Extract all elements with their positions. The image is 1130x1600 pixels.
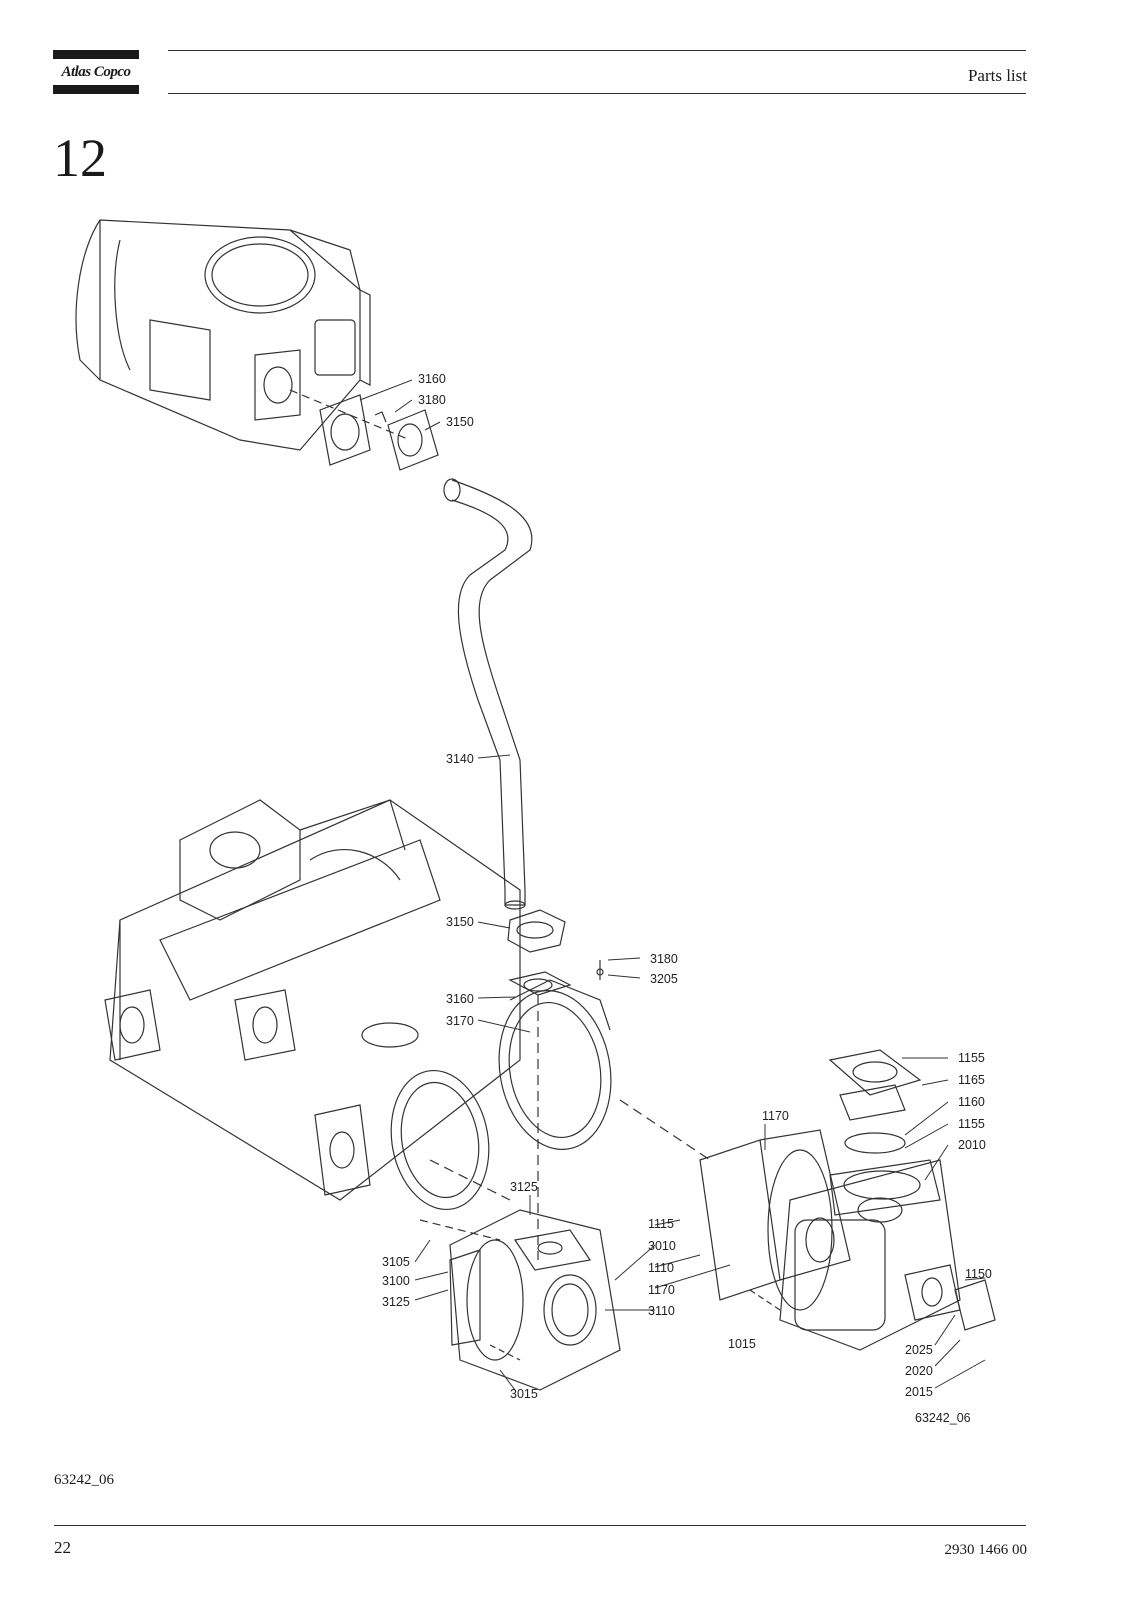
- drawing-id: 63242_06: [915, 1411, 971, 1425]
- label-3160: 3160: [418, 372, 446, 386]
- header-title: Parts list: [967, 66, 1027, 85]
- label-3125: 3125: [510, 1180, 538, 1194]
- compressor-casing: [104, 799, 521, 1201]
- label-3140: 3140: [446, 752, 474, 766]
- label-1115: 1115: [648, 1217, 674, 1231]
- label-3205: 3205: [650, 972, 678, 986]
- header-rule-bottom: [168, 93, 1026, 94]
- label-3160: 3160: [446, 992, 474, 1006]
- label-2015: 2015: [905, 1385, 933, 1399]
- label-1165: 1165: [958, 1073, 985, 1087]
- label-2025: 2025: [905, 1343, 933, 1357]
- clamp-middle: [507, 909, 604, 1260]
- label-2020: 2020: [905, 1364, 933, 1378]
- intake-assembly: [619, 1049, 996, 1351]
- pump-block: [419, 1159, 781, 1391]
- label-1155: 1155: [958, 1117, 985, 1131]
- label-1155: 1155: [958, 1051, 985, 1065]
- label-3110: 3110: [648, 1304, 675, 1318]
- gearbox-housing: [75, 219, 371, 451]
- document-number: 2930 1466 00: [944, 1542, 1028, 1558]
- label-1015: 1015: [728, 1337, 756, 1351]
- label-1150: 1150: [965, 1267, 992, 1281]
- label-3125: 3125: [382, 1295, 410, 1309]
- page-number: 22: [54, 1538, 71, 1557]
- leader-lines: [359, 379, 986, 1391]
- part-labels: 3160 3180 3150 3140 3150 3180 3205 3160 …: [382, 372, 992, 1425]
- footer-rule: [54, 1525, 1026, 1526]
- label-3100: 3100: [382, 1274, 410, 1288]
- label-3105: 3105: [382, 1255, 410, 1269]
- label-3170: 3170: [446, 1014, 474, 1028]
- label-3010: 3010: [648, 1239, 676, 1253]
- label-2010: 2010: [958, 1138, 986, 1152]
- label-1170: 1170: [762, 1109, 789, 1123]
- label-3150: 3150: [446, 915, 474, 929]
- hose: [443, 478, 533, 910]
- label-3015: 3015: [510, 1387, 538, 1401]
- flange-top: [289, 389, 439, 471]
- label-3180: 3180: [650, 952, 678, 966]
- label-1110: 1110: [648, 1261, 674, 1275]
- label-1160: 1160: [958, 1095, 985, 1109]
- label-1170: 1170: [648, 1283, 675, 1297]
- label-3180: 3180: [418, 393, 446, 407]
- figure-reference: 63242_06: [54, 1472, 114, 1488]
- exploded-parts-drawing: 3160 3180 3150 3140 3150 3180 3205 3160 …: [75, 219, 996, 1425]
- flange-rings: [390, 979, 612, 1211]
- header-rule-top: [168, 50, 1026, 51]
- label-3150: 3150: [446, 415, 474, 429]
- section-number: 12: [53, 128, 107, 188]
- atlas-copco-logo: Atlas Copco: [53, 50, 139, 94]
